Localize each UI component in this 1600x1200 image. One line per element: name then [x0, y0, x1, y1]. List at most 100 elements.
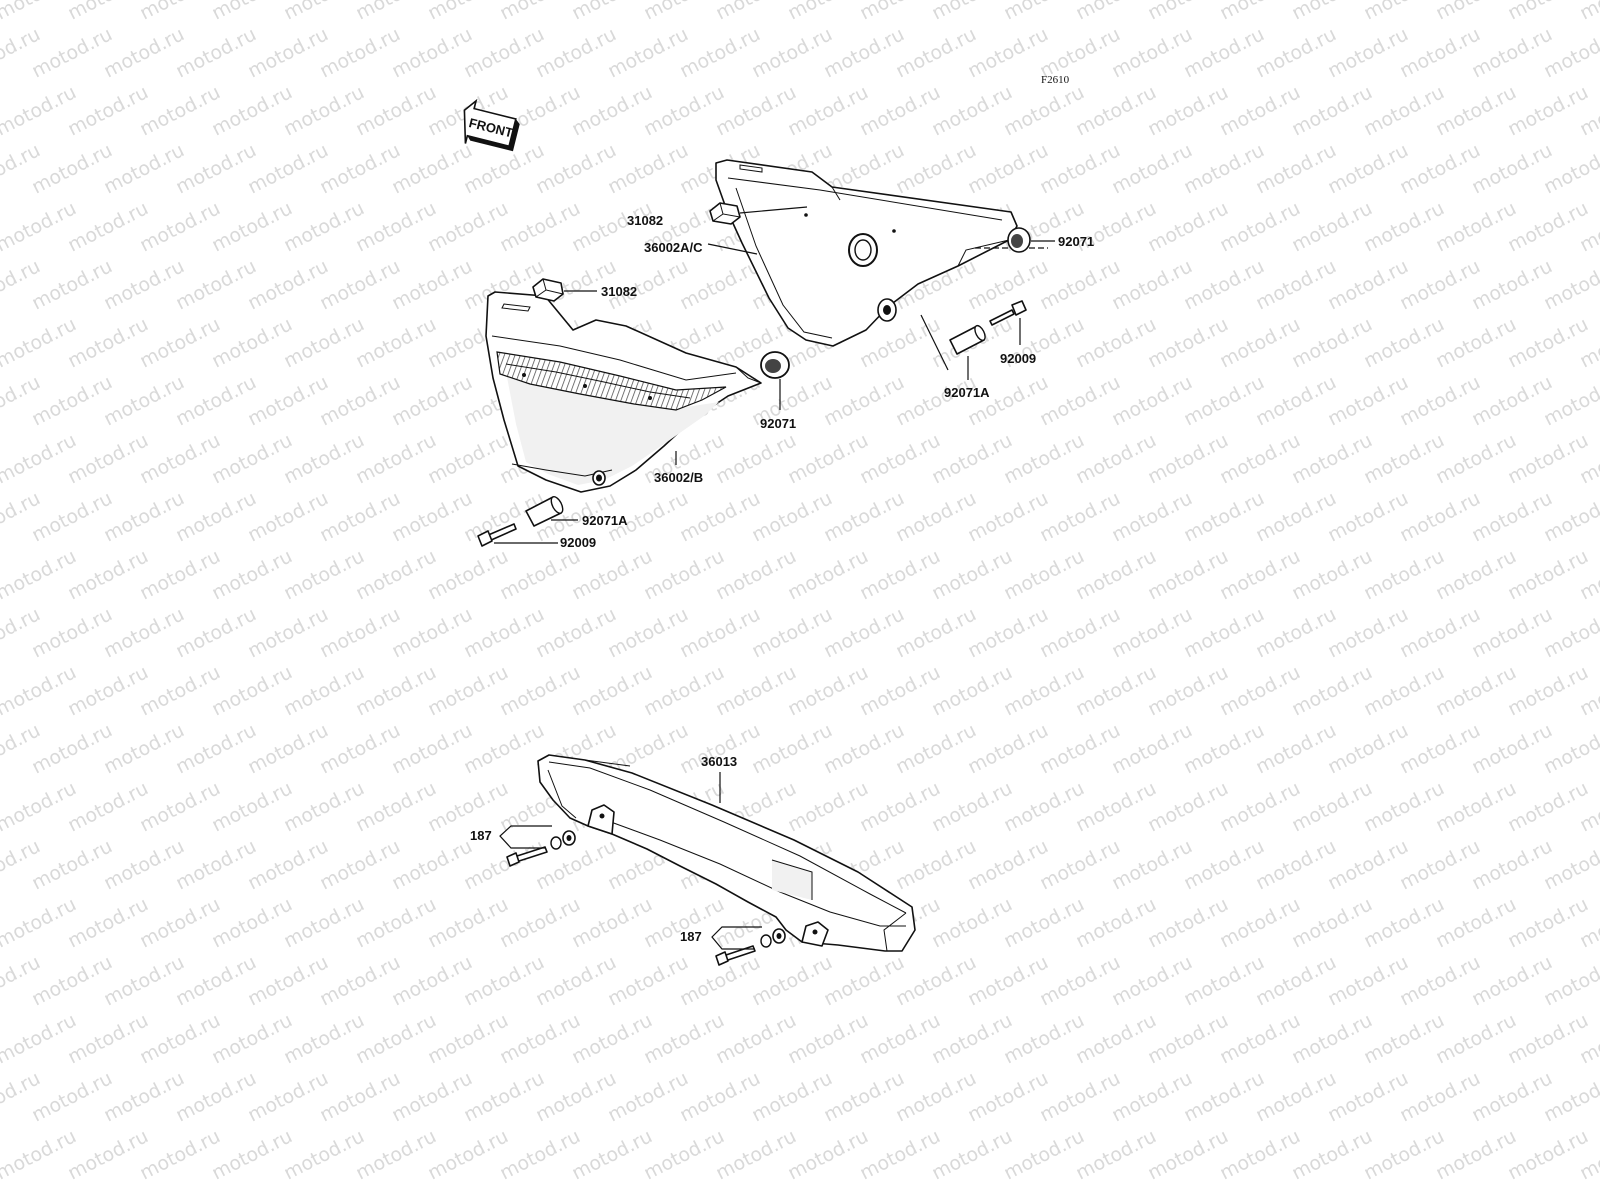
side-cover-inner-36002ac [715, 159, 1018, 347]
watermark: motod.ru [1396, 719, 1484, 778]
watermark: motod.ru [1180, 487, 1268, 546]
watermark: motod.ru [532, 139, 620, 198]
watermark: motod.ru [892, 951, 980, 1010]
watermark: motod.ru [1504, 313, 1592, 372]
watermark: motod.ru [1432, 197, 1520, 256]
watermark: motod.ru [532, 835, 620, 894]
watermark: motod.ru [496, 1125, 584, 1184]
watermark: motod.ru [352, 661, 440, 720]
leader-187-upper [499, 825, 552, 849]
watermark: motod.ru [0, 429, 80, 488]
watermark: motod.ru [856, 429, 944, 488]
watermark: motod.ru [856, 81, 944, 140]
watermark: motod.ru [1576, 0, 1600, 24]
watermark: motod.ru [784, 1125, 872, 1184]
label-187-lower: 187 [680, 929, 702, 944]
watermark: motod.ru [1504, 429, 1592, 488]
watermark: motod.ru [388, 835, 476, 894]
watermark: motod.ru [460, 603, 548, 662]
watermark: motod.ru [1252, 487, 1340, 546]
watermark: motod.ru [604, 603, 692, 662]
watermark: motod.ru [568, 893, 656, 952]
watermark: motod.ru [1108, 951, 1196, 1010]
watermark: motod.ru [244, 487, 332, 546]
watermark: motod.ru [1216, 81, 1304, 140]
watermark: motod.ru [1000, 81, 1088, 140]
watermark: motod.ru [172, 603, 260, 662]
watermark: motod.ru [1216, 893, 1304, 952]
watermark: motod.ru [424, 1009, 512, 1068]
watermark: motod.ru [1468, 603, 1556, 662]
part-92071-right [1007, 227, 1031, 253]
watermark: motod.ru [496, 545, 584, 604]
watermark: motod.ru [352, 313, 440, 372]
watermark: motod.ru [1144, 313, 1232, 372]
part-187-upper [506, 830, 576, 867]
watermark: motod.ru [64, 1125, 152, 1184]
watermark: motod.ru [928, 1009, 1016, 1068]
watermark: motod.ru [1504, 1125, 1592, 1184]
watermark: motod.ru [208, 81, 296, 140]
label-92071a-right: 92071A [944, 385, 990, 400]
watermark: motod.ru [208, 661, 296, 720]
watermark: motod.ru [388, 487, 476, 546]
watermark: motod.ru [1288, 197, 1376, 256]
diagram-code: F2610 [1041, 74, 1070, 86]
watermark: motod.ru [964, 719, 1052, 778]
watermark: motod.ru [1072, 81, 1160, 140]
watermark: motod.ru [0, 545, 80, 604]
watermark: motod.ru [1504, 545, 1592, 604]
watermark: motod.ru [208, 893, 296, 952]
watermark: motod.ru [316, 835, 404, 894]
watermark: motod.ru [424, 1125, 512, 1184]
watermark: motod.ru [244, 1067, 332, 1126]
watermark: motod.ru [136, 313, 224, 372]
watermark: motod.ru [1252, 719, 1340, 778]
watermark: motod.ru [712, 1125, 800, 1184]
watermark: motod.ru [28, 603, 116, 662]
watermark: motod.ru [532, 1067, 620, 1126]
watermark: motod.ru [28, 719, 116, 778]
watermark: motod.ru [640, 1009, 728, 1068]
watermark: motod.ru [676, 255, 764, 314]
watermark: motod.ru [388, 23, 476, 82]
watermark: motod.ru [100, 487, 188, 546]
watermark: motod.ru [1252, 139, 1340, 198]
watermark: motod.ru [1288, 313, 1376, 372]
watermark: motod.ru [1072, 1125, 1160, 1184]
watermark: motod.ru [280, 1125, 368, 1184]
watermark: motod.ru [1000, 429, 1088, 488]
watermark: motod.ru [28, 835, 116, 894]
watermark: motod.ru [928, 1125, 1016, 1184]
watermark: motod.ru [892, 371, 980, 430]
watermark: motod.ru [136, 1009, 224, 1068]
watermark: motod.ru [172, 951, 260, 1010]
watermark: motod.ru [1216, 429, 1304, 488]
watermark: motod.ru [1324, 1067, 1412, 1126]
leader-36002ac [707, 243, 758, 255]
watermark: motod.ru [280, 1009, 368, 1068]
watermark: motod.ru [388, 371, 476, 430]
label-36013: 36013 [701, 754, 737, 769]
watermark: motod.ru [820, 23, 908, 82]
part-187-lower [715, 928, 786, 966]
watermark: motod.ru [208, 429, 296, 488]
watermark: motod.ru [1432, 777, 1520, 836]
watermark: motod.ru [928, 429, 1016, 488]
watermark: motod.ru [1036, 487, 1124, 546]
watermark: motod.ru [1432, 545, 1520, 604]
watermark: motod.ru [820, 487, 908, 546]
watermark: motod.ru [748, 487, 836, 546]
watermark: motod.ru [28, 487, 116, 546]
watermark: motod.ru [424, 661, 512, 720]
watermark: motod.ru [856, 1125, 944, 1184]
watermark: motod.ru [1288, 545, 1376, 604]
watermark: motod.ru [568, 545, 656, 604]
watermark: motod.ru [1432, 313, 1520, 372]
side-cover-outer-36002b [485, 291, 762, 493]
watermark: motod.ru [676, 23, 764, 82]
watermark: motod.ru [532, 951, 620, 1010]
watermark: motod.ru [964, 835, 1052, 894]
watermark: motod.ru [892, 719, 980, 778]
watermark: motod.ru [1324, 255, 1412, 314]
